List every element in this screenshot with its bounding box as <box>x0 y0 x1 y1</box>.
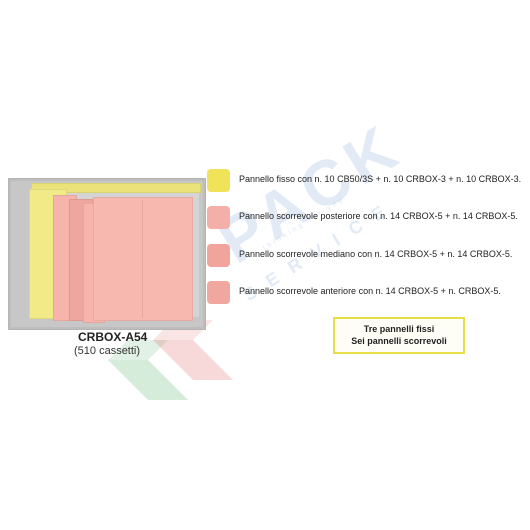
model-drawer-count: (510 cassetti) <box>74 345 141 357</box>
panel-summary-box: Tre pannelli fissi Sei pannelli scorrevo… <box>333 317 465 354</box>
front-panel-pair <box>93 197 193 321</box>
legend-text: Pannello fisso con n. 10 CB50/3S + n. 10… <box>239 174 522 184</box>
cabinet-illustration <box>8 178 206 330</box>
legend-swatch-pink <box>207 244 230 267</box>
summary-sliding-panels: Sei pannelli scorrevoli <box>351 336 447 346</box>
front-panel-divider <box>142 200 143 318</box>
legend-text: Pannello scorrevole anteriore con n. 14 … <box>239 286 501 296</box>
fixed-panel-top <box>31 183 201 193</box>
legend-swatch-pink <box>207 206 230 229</box>
legend-text: Pannello scorrevole posteriore con n. 14… <box>239 211 518 221</box>
model-name: CRBOX-A54 <box>78 330 148 344</box>
legend-text: Pannello scorrevole mediano con n. 14 CR… <box>239 249 513 259</box>
legend-swatch-pink <box>207 281 230 304</box>
summary-fixed-panels: Tre pannelli fissi <box>363 324 435 334</box>
legend-swatch-yellow <box>207 169 230 192</box>
